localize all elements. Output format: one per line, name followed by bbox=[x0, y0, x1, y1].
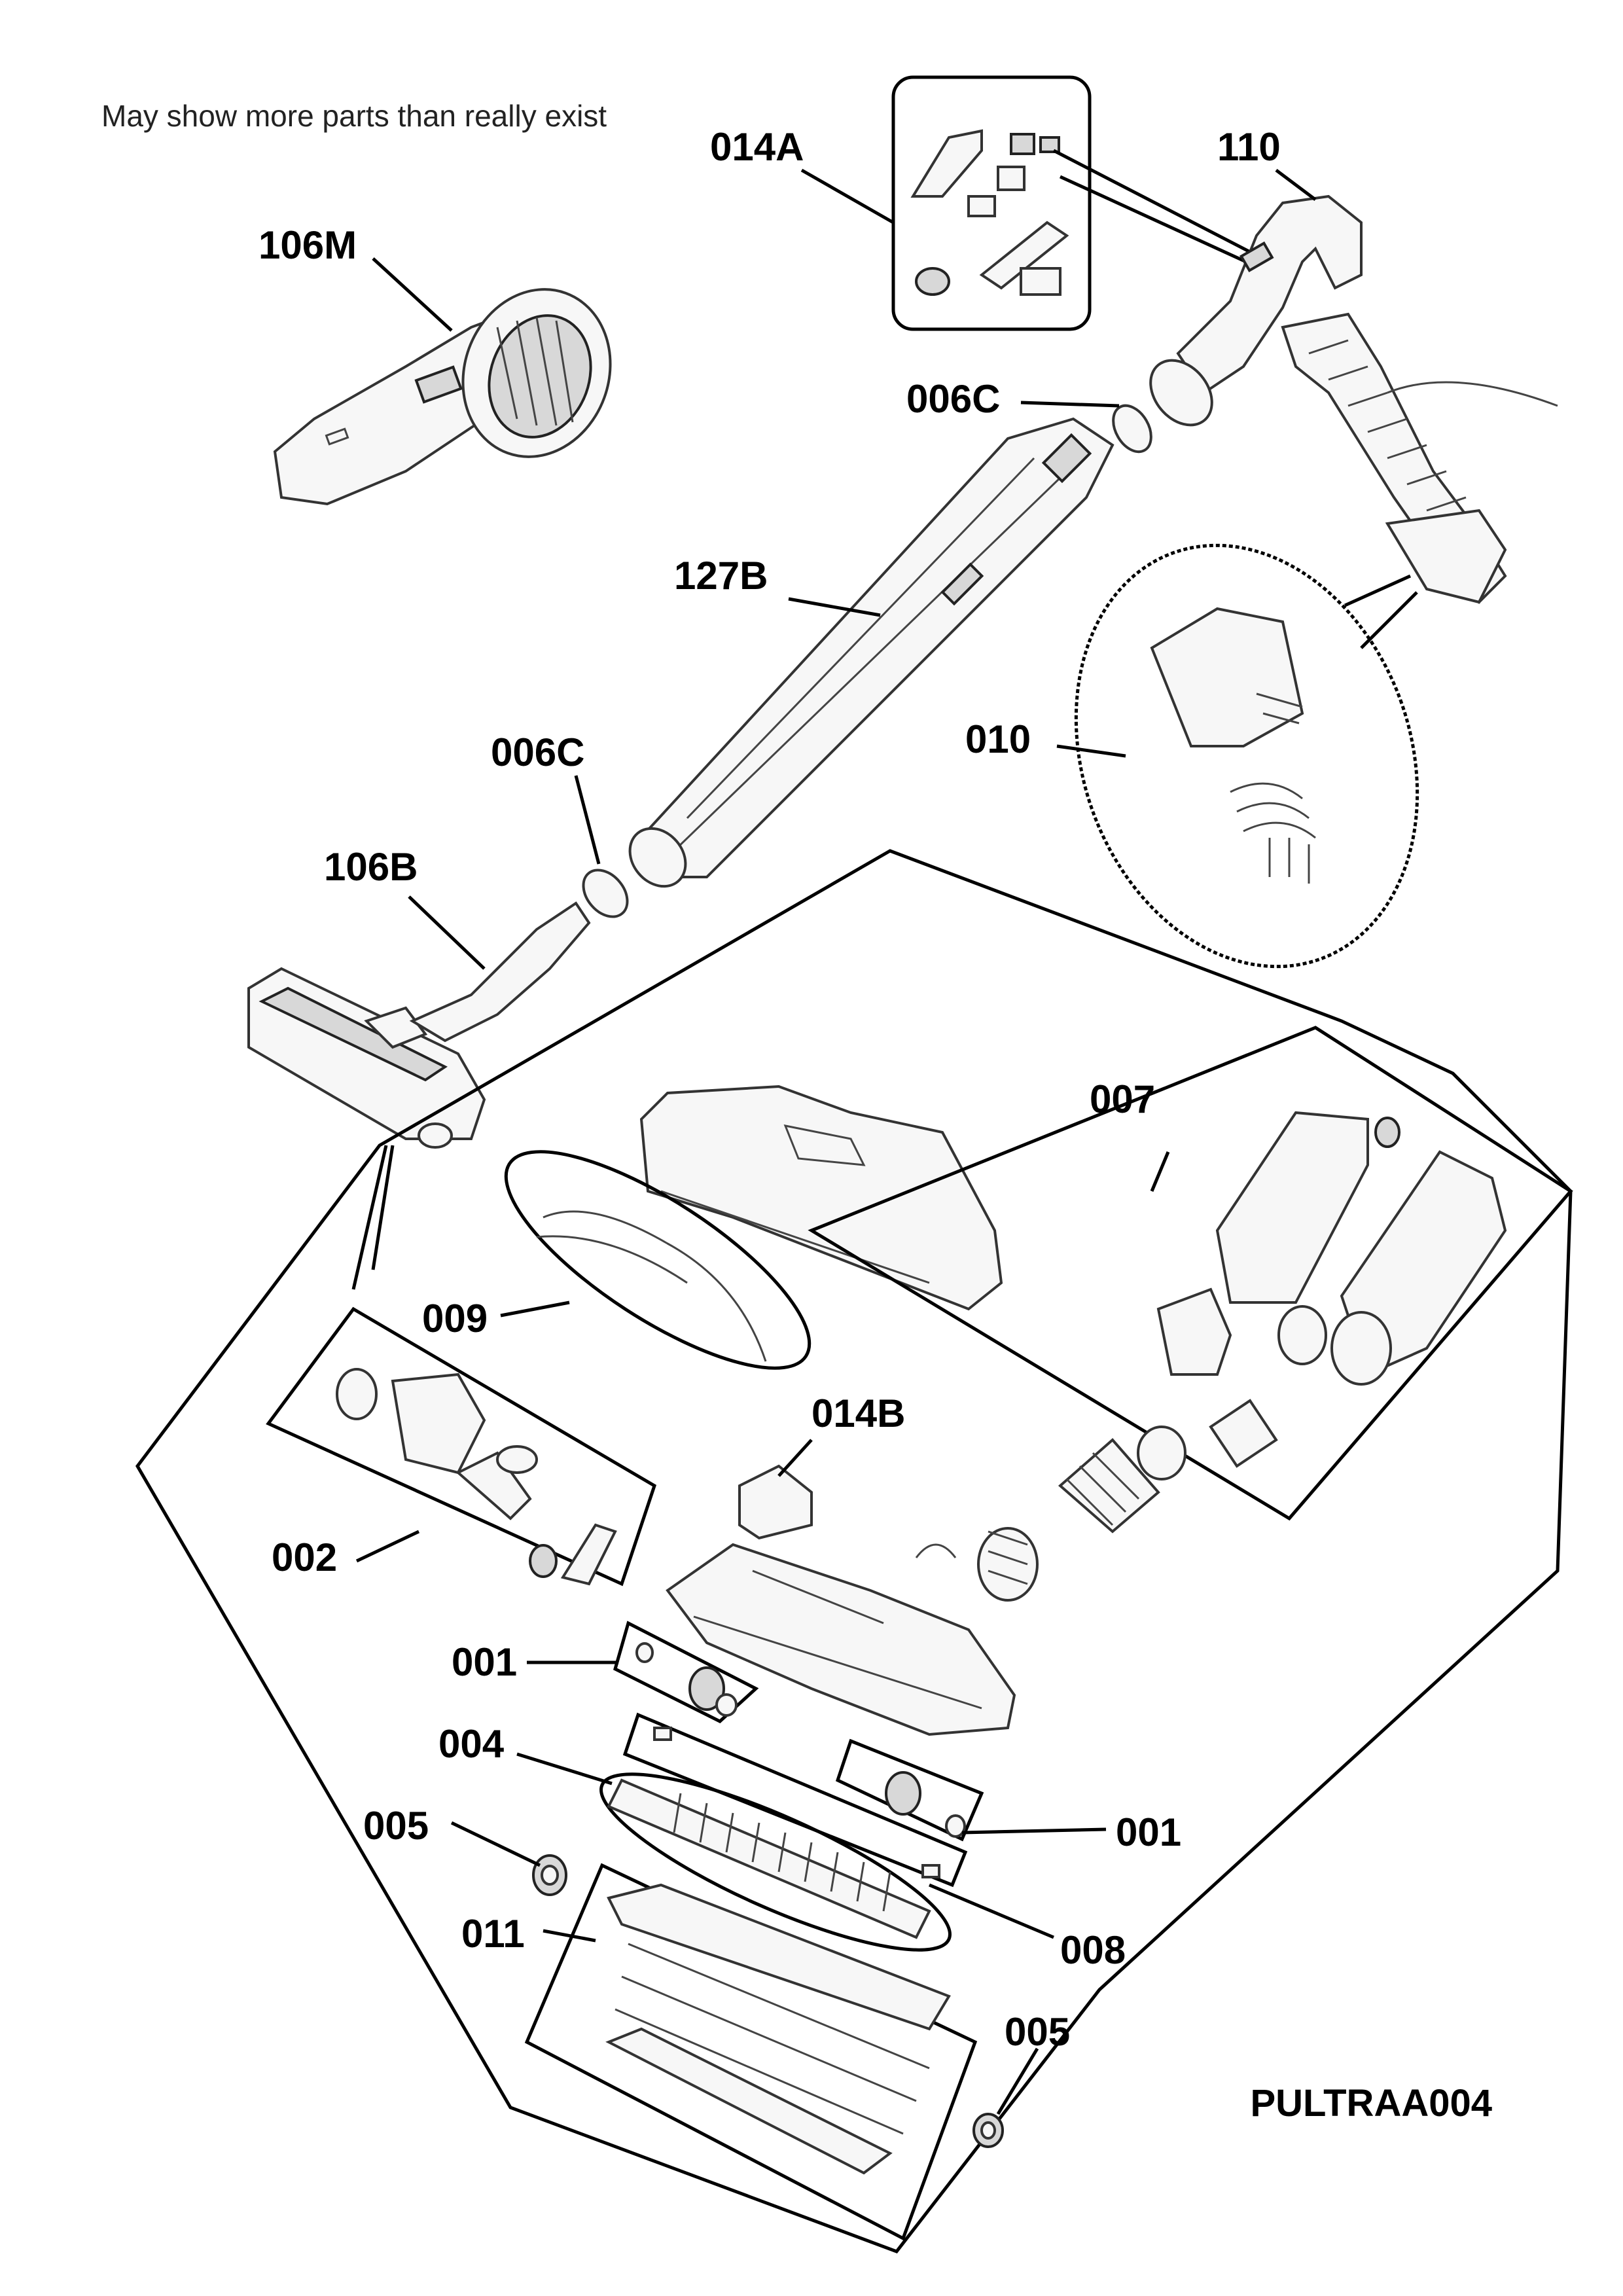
label-006C-mid: 006C bbox=[491, 730, 584, 774]
part-007-neck-assembly bbox=[808, 1026, 1573, 1602]
106B-group-leader-a bbox=[351, 1145, 388, 1290]
part-top-cover bbox=[639, 1085, 1003, 1311]
label-001-right: 001 bbox=[1116, 1810, 1181, 1854]
label-001-left: 001 bbox=[452, 1640, 517, 1684]
label-106B: 106B bbox=[324, 845, 418, 889]
part-106B-floor-nozzle bbox=[247, 901, 591, 1149]
label-014A: 014A bbox=[710, 125, 804, 169]
part-106M-nozzle bbox=[273, 288, 612, 506]
label-010: 010 bbox=[965, 717, 1031, 761]
106B-group-leader-b bbox=[371, 1145, 395, 1270]
label-009: 009 bbox=[422, 1297, 488, 1340]
label-005-bottom: 005 bbox=[1005, 2010, 1070, 2054]
diagram-code: PULTRAA004 bbox=[1250, 2082, 1492, 2125]
part-005-wheel-left bbox=[532, 1854, 567, 1896]
part-008-plate bbox=[622, 1712, 968, 1888]
part-127B-tube bbox=[628, 417, 1115, 888]
part-base-housing bbox=[666, 1543, 1016, 1736]
label-011: 011 bbox=[461, 1912, 525, 1956]
label-002: 002 bbox=[272, 1535, 337, 1579]
part-110-handle-hose bbox=[1149, 194, 1558, 604]
label-014B: 014B bbox=[812, 1391, 905, 1435]
label-110: 110 bbox=[1217, 125, 1281, 169]
part-006C-ring-mid bbox=[582, 869, 629, 918]
label-106M: 106M bbox=[259, 223, 357, 267]
part-014A-switch-kit bbox=[891, 75, 1258, 331]
part-011-bottom-plate bbox=[524, 1863, 978, 2241]
label-004: 004 bbox=[438, 1722, 505, 1766]
label-006C-top: 006C bbox=[906, 377, 1000, 421]
part-001-endcap-right bbox=[835, 1738, 984, 1842]
part-001-endcap-left bbox=[613, 1621, 759, 1724]
disclaimer-note: May show more parts than really exist bbox=[101, 99, 607, 133]
part-004-brush-roll bbox=[599, 1772, 952, 1952]
part-014B-board bbox=[738, 1464, 813, 1540]
part-labels: 106M 014A 110 006C 127B 006C 010 106B 00… bbox=[259, 125, 1281, 2054]
label-008: 008 bbox=[1060, 1928, 1126, 1972]
leader-lines bbox=[355, 168, 1317, 2115]
power-head-group-outline bbox=[135, 849, 1573, 2253]
part-002-motor-kit bbox=[266, 1306, 657, 1587]
part-009-cable bbox=[504, 1150, 812, 1370]
part-005-wheel-bottom bbox=[972, 2113, 1004, 2148]
label-005-left: 005 bbox=[363, 1804, 429, 1848]
part-010-connector-kit bbox=[1074, 543, 1419, 969]
label-007: 007 bbox=[1090, 1077, 1155, 1121]
label-127B: 127B bbox=[674, 554, 768, 598]
part-006C-ring-top bbox=[1112, 404, 1152, 454]
